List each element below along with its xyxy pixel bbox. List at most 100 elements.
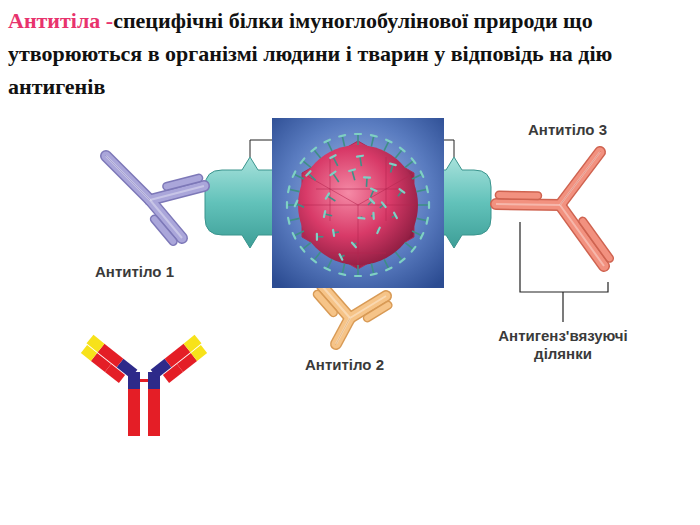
spike	[412, 174, 422, 179]
spike-head	[370, 199, 374, 203]
spike-head	[427, 186, 428, 192]
heavy-chain-outline	[336, 318, 350, 344]
part-label: Антитіло 2	[305, 356, 425, 374]
light-chain-outline	[367, 305, 388, 318]
chain-gap	[336, 318, 350, 344]
chain-gap	[560, 152, 600, 205]
spike	[352, 170, 355, 180]
spike-head	[324, 268, 329, 271]
spike	[405, 161, 414, 168]
spike-head	[352, 243, 356, 248]
spike-head	[311, 259, 316, 263]
spike-head	[330, 172, 335, 175]
spike-head	[377, 228, 380, 233]
spike	[357, 134, 359, 145]
spike	[384, 141, 389, 151]
spike	[327, 196, 335, 201]
spike	[405, 242, 414, 249]
spike-head	[286, 202, 288, 208]
highlight	[560, 205, 604, 266]
spike	[366, 177, 368, 186]
spike-head	[399, 189, 404, 193]
spike	[391, 164, 393, 172]
light-chain-outline	[154, 219, 173, 241]
spike	[357, 265, 359, 276]
spike-head	[355, 133, 361, 135]
heavy-chain	[148, 388, 160, 436]
spike-head	[301, 158, 305, 163]
heading: Антитіла -специфічні білки імуноглобулін…	[8, 4, 658, 103]
variable-region	[90, 339, 101, 348]
light-chain-outline	[583, 221, 610, 258]
spike	[296, 203, 304, 207]
light-chain	[367, 305, 388, 318]
spike-head	[386, 268, 391, 271]
highlight	[560, 152, 600, 205]
spike-head	[326, 193, 329, 198]
highlight	[106, 156, 150, 200]
spike	[325, 214, 333, 216]
spike	[342, 136, 344, 147]
spike-head	[349, 169, 355, 171]
light-chain	[499, 192, 538, 199]
spike	[314, 252, 321, 261]
spike-head	[357, 155, 363, 158]
heavy-chain	[120, 363, 134, 374]
spike-head	[427, 218, 428, 224]
spike	[416, 218, 427, 220]
spike-head	[421, 171, 424, 176]
spike	[294, 174, 304, 179]
bracket-line	[520, 222, 608, 292]
spike-head	[340, 254, 343, 259]
part-label: Антигенз'вязуючі ділянки	[488, 327, 638, 363]
spike-head	[371, 189, 377, 191]
spike	[289, 218, 300, 220]
disulfide-bond	[140, 379, 148, 382]
spike	[360, 156, 361, 166]
capsid-facet	[330, 253, 386, 254]
spike-head	[330, 155, 335, 158]
capsid-facet	[302, 205, 414, 206]
spike	[302, 161, 311, 168]
antigen-body	[436, 157, 491, 248]
spike-head	[371, 135, 377, 136]
spike-head	[324, 211, 325, 217]
bracket-line	[444, 140, 454, 157]
spike	[412, 231, 422, 236]
spike-head	[358, 217, 364, 220]
spike-head	[371, 274, 377, 275]
part-label: Антитіло 3	[528, 121, 648, 139]
spike	[418, 204, 429, 206]
heavy-chain	[106, 156, 150, 200]
variable-region	[194, 349, 204, 357]
spike-head	[295, 201, 298, 206]
title: Антитіла -	[8, 8, 113, 33]
light-chain-outline	[499, 191, 538, 201]
spike	[294, 231, 304, 236]
part-label: Антитіло 1	[95, 263, 215, 281]
bracket-line	[250, 140, 272, 157]
light-chain-outline	[167, 178, 199, 186]
antibody	[106, 156, 204, 242]
spike	[333, 157, 338, 166]
antibody-group	[317, 286, 388, 344]
highlight	[150, 200, 182, 238]
spike	[302, 242, 311, 249]
spike	[384, 259, 389, 269]
antibody	[496, 152, 610, 266]
spike-head	[332, 230, 335, 236]
image-ground	[272, 118, 444, 288]
light-chain	[180, 357, 194, 368]
virus-image	[272, 118, 444, 288]
antibody	[317, 286, 388, 344]
spike-head	[372, 213, 375, 219]
capsid-facet	[316, 189, 400, 190]
spike-head	[339, 135, 345, 136]
spike-head	[428, 202, 430, 208]
spike-head	[324, 140, 329, 143]
spike-head	[382, 202, 386, 207]
spike-head	[311, 148, 316, 152]
spike	[314, 149, 321, 158]
highlight	[350, 296, 386, 318]
